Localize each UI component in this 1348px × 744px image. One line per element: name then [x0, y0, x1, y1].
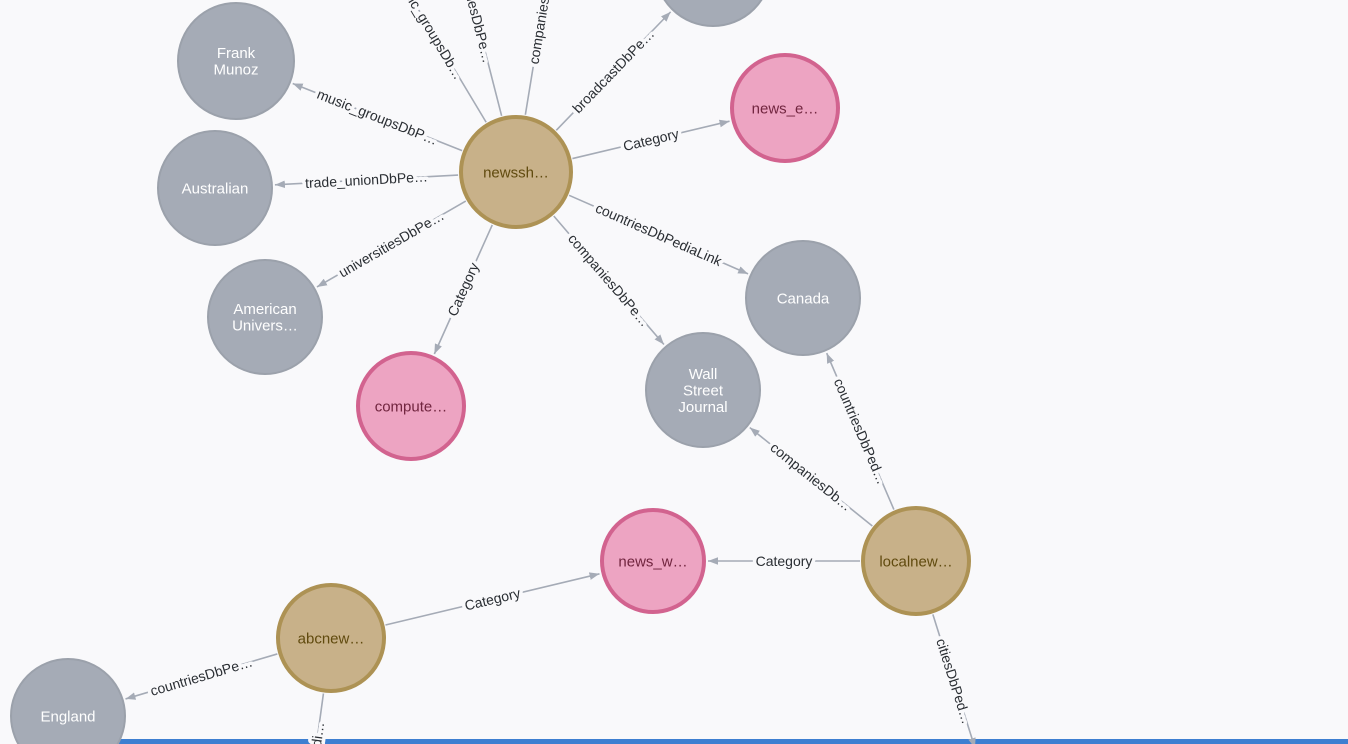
edge-newssh-australian[interactable] [274, 174, 459, 189]
node-news-w[interactable]: news_w… [600, 508, 706, 614]
edge-label-localnew-canada[interactable]: countriesDbPed… [827, 372, 894, 490]
edge-abcnew-off-bottom-left[interactable] [310, 693, 325, 744]
node-circle-frank-munoz[interactable] [177, 2, 295, 120]
edge-label-newssh-off-top-2[interactable]: paniesDbPe… [455, 0, 500, 68]
node-circle-american-university[interactable] [207, 259, 323, 375]
edge-label-newssh-off-top-3[interactable]: companiesDb… [522, 0, 561, 69]
edge-newssh-top-partial[interactable] [555, 11, 672, 131]
node-circle-australian[interactable] [157, 130, 273, 246]
node-label-australian: Australian [182, 180, 249, 197]
edge-label-localnew-news-w[interactable]: Category [752, 549, 816, 572]
edge-newssh-off-top-2[interactable] [452, 0, 503, 117]
node-localnew[interactable]: localnew… [861, 506, 971, 616]
node-label-localnew: localnew… [879, 553, 952, 570]
node-label-newssh: newssh… [483, 164, 549, 181]
edge-label-newssh-australian[interactable]: trade_unionDbPe… [301, 165, 432, 195]
node-label-news-w: news_w… [618, 553, 687, 570]
edge-localnew-canada[interactable] [825, 352, 895, 510]
node-compute[interactable]: compute… [356, 351, 466, 461]
node-newssh[interactable]: newssh… [459, 115, 573, 229]
node-circle-compute[interactable] [356, 351, 466, 461]
node-circle-news-w[interactable] [600, 508, 706, 614]
edge-label-newssh-top-partial[interactable]: broadcastDbPe… [566, 22, 661, 120]
edges-layer [125, 0, 976, 744]
node-label-abcnew: abcnew… [298, 630, 365, 647]
node-circle-news-e[interactable] [730, 53, 840, 163]
edge-newssh-off-top-1[interactable] [372, 0, 487, 123]
edge-label-abcnew-england[interactable]: countriesDbPe… [145, 650, 258, 702]
node-england[interactable]: England [10, 658, 126, 744]
edge-label-newssh-off-top-1[interactable]: music_groupsDb… [388, 0, 470, 86]
node-australian[interactable]: Australian [157, 130, 273, 246]
edge-label-newssh-american-university[interactable]: universitiesDbPe… [332, 204, 450, 284]
node-circle-wall-street-journal[interactable] [645, 332, 761, 448]
node-circle-top-partial[interactable] [655, 0, 771, 27]
node-top-partial[interactable] [655, 0, 771, 27]
edge-label-newssh-compute[interactable]: Category [441, 257, 486, 322]
node-circle-localnew[interactable] [861, 506, 971, 616]
node-circle-abcnew[interactable] [276, 583, 386, 693]
edge-localnew-wall-street-journal[interactable] [749, 426, 873, 527]
edge-newssh-canada[interactable] [568, 194, 749, 275]
edge-abcnew-news-w[interactable] [385, 572, 600, 626]
edge-label-newssh-frank-munoz[interactable]: music_groupsDbP… [311, 82, 443, 151]
edge-label-localnew-off-bottom-right[interactable]: citiesDbPed… [930, 633, 979, 729]
node-news-e[interactable]: news_e… [730, 53, 840, 163]
edge-label-newssh-wall-street-journal[interactable]: companiesDbPe… [561, 227, 656, 333]
node-label-england: England [40, 708, 95, 725]
edge-newssh-frank-munoz[interactable] [292, 82, 463, 152]
edge-newssh-american-university[interactable] [316, 200, 467, 288]
edge-newssh-wall-street-journal[interactable] [553, 215, 665, 345]
node-label-news-e: news_e… [752, 100, 819, 117]
node-circle-canada[interactable] [745, 240, 861, 356]
edge-newssh-news-e[interactable] [572, 119, 730, 160]
edge-label-localnew-wall-street-journal[interactable]: companiesDb… [764, 436, 859, 518]
edge-localnew-off-bottom-right[interactable] [932, 614, 976, 744]
edge-label-newssh-canada[interactable]: countriesDbPediaLink [590, 196, 729, 273]
edge-label-abcnew-news-w[interactable]: Category [459, 581, 525, 617]
edge-label-newssh-news-e[interactable]: Category [618, 122, 684, 158]
node-label-compute: compute… [375, 398, 448, 415]
node-label-canada: Canada [777, 290, 830, 307]
edge-label-abcnew-off-bottom-left[interactable]: Pedi… [302, 717, 331, 744]
node-circle-newssh[interactable] [459, 115, 573, 229]
node-circle-england[interactable] [10, 658, 126, 744]
edge-abcnew-england[interactable] [125, 653, 278, 700]
node-abcnew[interactable]: abcnew… [276, 583, 386, 693]
edge-newssh-compute[interactable] [433, 224, 493, 355]
panel-divider [115, 739, 1348, 744]
edge-newssh-off-top-3[interactable] [524, 0, 558, 115]
node-canada[interactable]: Canada [745, 240, 861, 356]
